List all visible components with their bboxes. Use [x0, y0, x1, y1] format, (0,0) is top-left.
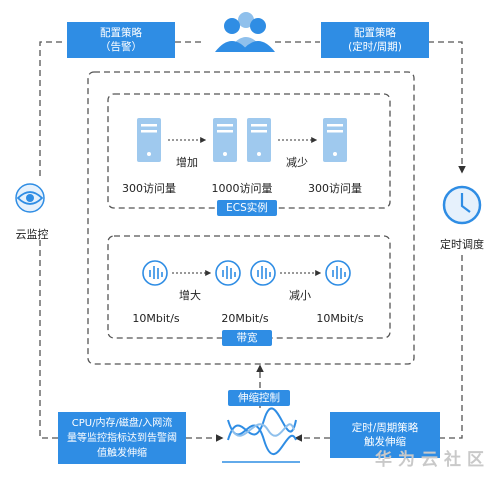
alarm-trigger-line3: 值触发伸缩 — [97, 447, 147, 459]
server-icon — [247, 118, 271, 162]
alarm-trigger-line2: 量等监控指标达到告警阈 — [67, 432, 177, 444]
outer-flow-lines — [39, 41, 466, 442]
schedule-trigger-box: 定时/周期策略 触发伸缩 — [330, 412, 440, 458]
outer-frame — [87, 71, 415, 365]
server-icon — [323, 118, 347, 162]
monitor-label: 云监控 — [15, 228, 49, 241]
ecs-label-3: 300访问量 — [308, 182, 362, 195]
gauge-icon — [325, 260, 351, 286]
schedule-trigger-line1: 定时/周期策略 — [351, 422, 419, 434]
schedule-trigger-line2: 触发伸缩 — [364, 436, 406, 448]
server-icon — [213, 118, 237, 162]
bw-decrease-label: 减小 — [289, 289, 311, 302]
gauge-icon — [142, 260, 168, 286]
users-icon — [215, 12, 275, 52]
alarm-policy-line2: （告警） — [100, 41, 142, 53]
ecs-decrease-label: 减少 — [286, 156, 308, 169]
ecs-label-1: 300访问量 — [122, 182, 176, 195]
alarm-trigger-box: CPU/内存/磁盘/入网流 量等监控指标达到告警阈 值触发伸缩 — [58, 412, 186, 464]
bw-increase-label: 增大 — [179, 289, 201, 302]
ecs-title-tag: ECS实例 — [217, 200, 277, 216]
gauge-icon — [250, 260, 276, 286]
alarm-policy-box: 配置策略 （告警） — [67, 22, 175, 58]
alarm-trigger-line1: CPU/内存/磁盘/入网流 — [71, 417, 173, 429]
schedule-policy-box: 配置策略 (定时/周期) — [321, 22, 429, 58]
schedule-policy-line1: 配置策略 — [354, 27, 396, 39]
watermark: 华为云社区 — [375, 450, 490, 470]
server-icon — [137, 118, 161, 162]
ecs-servers — [137, 118, 347, 162]
bandwidth-title-tag: 带宽 — [222, 330, 272, 346]
gauge-icon — [215, 260, 241, 286]
ecs-label-2: 1000访问量 — [211, 182, 273, 195]
scaling-control-tag: 伸缩控制 — [228, 390, 290, 406]
monitor-eye-icon — [15, 183, 45, 213]
bandwidth-gauges — [142, 260, 351, 286]
schedule-policy-line2: (定时/周期) — [348, 41, 402, 53]
clock-icon — [442, 185, 482, 225]
bw-label-2: 20Mbit/s — [221, 312, 269, 325]
alarm-policy-line1: 配置策略 — [100, 27, 142, 39]
ecs-increase-label: 增加 — [176, 156, 198, 169]
scaling-wave-icon — [222, 407, 300, 463]
bw-label-1: 10Mbit/s — [132, 312, 180, 325]
bw-label-3: 10Mbit/s — [316, 312, 364, 325]
scheduling-label: 定时调度 — [440, 238, 484, 251]
